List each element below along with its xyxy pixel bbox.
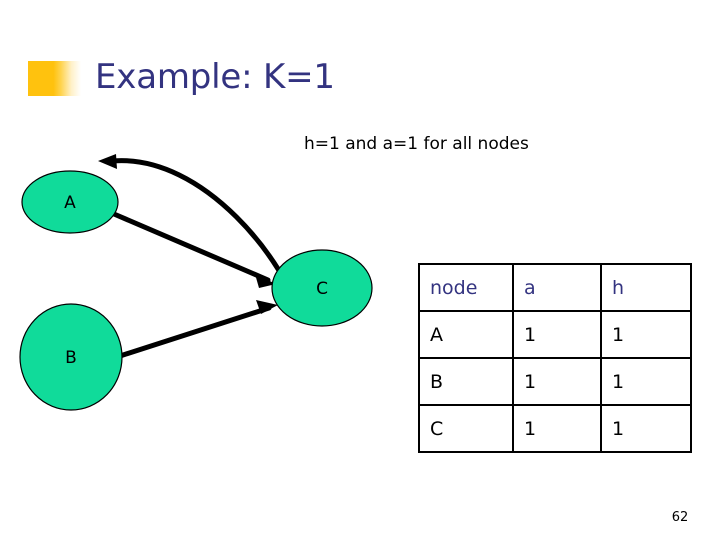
table-cell-a: 1 [512, 310, 602, 359]
subtitle-text: h=1 and a=1 for all nodes [304, 134, 529, 154]
graph-node-c-label: C [316, 279, 328, 299]
edge-a-to-c [111, 211, 276, 288]
table-cell-node: B [418, 357, 514, 406]
graph-node-b[interactable]: B [19, 303, 123, 411]
graph-node-a[interactable]: A [21, 170, 119, 234]
page-title: Example: K=1 [95, 57, 335, 97]
table-cell-h: 1 [600, 404, 692, 453]
table-cell-h: 1 [600, 357, 692, 406]
table-cell-h: 1 [600, 310, 692, 359]
table-cell-node: C [418, 404, 514, 453]
table-row: B 1 1 [418, 357, 692, 406]
graph-node-b-label: B [65, 348, 77, 368]
table-header-a: a [512, 263, 602, 312]
title-bullet-decoration [28, 61, 81, 96]
edge-b-to-c [117, 300, 278, 359]
table-header-h: h [600, 263, 692, 312]
table-row: A 1 1 [418, 310, 692, 359]
table-row: C 1 1 [418, 404, 692, 453]
node-attribute-table: node a h A 1 1 B 1 1 C 1 1 [418, 263, 692, 453]
edge-c-to-a [98, 154, 303, 320]
table-header-row: node a h [418, 263, 692, 312]
graph-node-a-label: A [64, 193, 76, 213]
graph-node-c[interactable]: C [271, 249, 373, 327]
table-cell-node: A [418, 310, 514, 359]
table-cell-a: 1 [512, 357, 602, 406]
graph-diagram: A B C [0, 140, 410, 430]
page-number: 62 [671, 510, 689, 525]
table-cell-a: 1 [512, 404, 602, 453]
table-header-node: node [418, 263, 514, 312]
